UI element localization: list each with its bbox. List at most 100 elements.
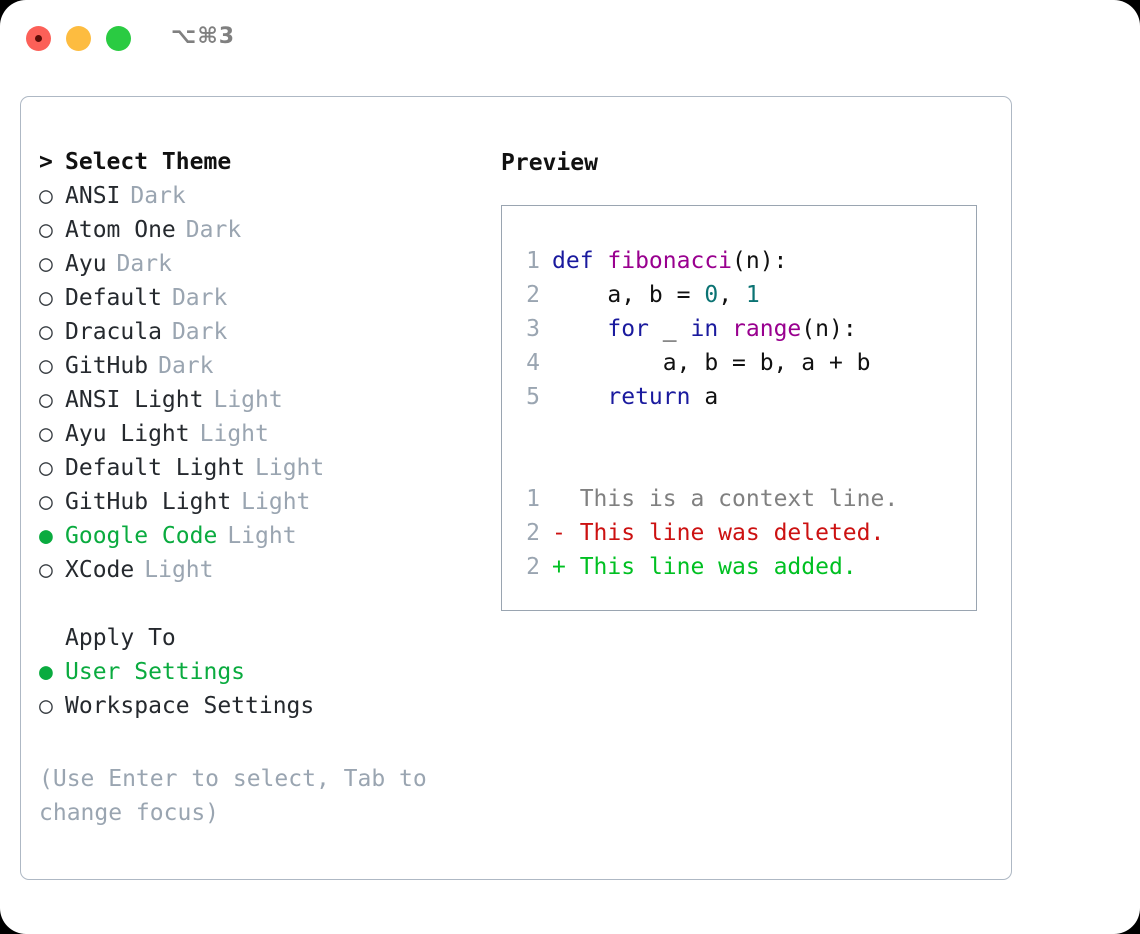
- code-blank-line: [514, 418, 976, 452]
- theme-name: Default Light: [65, 455, 246, 481]
- theme-option-ansi-dark[interactable]: ○ ANSI Dark: [39, 183, 479, 217]
- radio-selected-icon[interactable]: ●: [39, 659, 53, 685]
- apply-to-header: Apply To: [39, 625, 479, 659]
- theme-picker-header: > Select Theme: [39, 149, 479, 183]
- apply-to-workspace-settings[interactable]: ○ Workspace Settings: [39, 693, 479, 727]
- line-number: 4: [526, 350, 540, 376]
- radio-unselected-icon[interactable]: ○: [39, 217, 53, 243]
- theme-variant: Light: [241, 489, 311, 515]
- theme-name: ANSI Light: [65, 387, 204, 413]
- code-token-keyword: for: [552, 316, 663, 342]
- theme-variant: Dark: [171, 319, 228, 345]
- radio-unselected-icon[interactable]: ○: [39, 251, 53, 277]
- theme-variant: Light: [144, 557, 214, 583]
- close-icon: [35, 35, 42, 42]
- radio-unselected-icon[interactable]: ○: [39, 285, 53, 311]
- main-panel: > Select Theme ○ ANSI Dark ○ Atom One Da…: [20, 96, 1012, 880]
- code-token-keyword: in: [690, 316, 733, 342]
- code-line: 3 for _ in range (n):: [514, 316, 976, 350]
- radio-unselected-icon[interactable]: ○: [39, 455, 53, 481]
- theme-option-dracula-dark[interactable]: ○ Dracula Dark: [39, 319, 479, 353]
- code-blank-line: [514, 452, 976, 486]
- theme-variant: Light: [213, 387, 283, 413]
- radio-unselected-icon[interactable]: ○: [39, 319, 53, 345]
- keyboard-hint-text: (Use Enter to select, Tab to change focu…: [39, 766, 427, 826]
- code-token-keyword: return: [552, 384, 705, 410]
- code-token-keyword: def: [552, 248, 608, 274]
- radio-unselected-icon[interactable]: ○: [39, 183, 53, 209]
- code-token-function: range: [732, 316, 802, 342]
- radio-unselected-icon[interactable]: ○: [39, 387, 53, 413]
- code-token-plain: a, b = b, a + b: [552, 350, 871, 376]
- keyboard-shortcut-label: ⌥⌘3: [171, 24, 236, 49]
- diff-marker: -: [552, 520, 580, 546]
- theme-variant: Dark: [158, 353, 214, 379]
- title-bar: ⌥⌘3: [0, 0, 1140, 78]
- theme-variant: Dark: [185, 217, 242, 243]
- section-spacer: [39, 591, 479, 625]
- theme-name: Atom One: [65, 217, 176, 243]
- theme-name: ANSI: [65, 183, 121, 209]
- theme-variant: Light: [199, 421, 269, 447]
- radio-unselected-icon[interactable]: ○: [39, 693, 53, 719]
- radio-unselected-icon[interactable]: ○: [39, 489, 53, 515]
- theme-name: GitHub Light: [65, 489, 232, 515]
- code-token-plain: a: [704, 384, 719, 410]
- theme-name: GitHub: [65, 353, 149, 379]
- radio-selected-icon[interactable]: ●: [39, 523, 53, 549]
- radio-unselected-icon[interactable]: ○: [39, 557, 53, 583]
- theme-picker-column: > Select Theme ○ ANSI Dark ○ Atom One Da…: [39, 149, 479, 727]
- theme-name: Default: [65, 285, 162, 311]
- radio-unselected-icon[interactable]: ○: [39, 421, 53, 447]
- diff-text: This line was deleted.: [579, 520, 885, 546]
- code-token-plain: a, b =: [552, 282, 705, 308]
- diff-marker: [552, 486, 580, 512]
- code-line: 5 return a: [514, 384, 976, 418]
- theme-option-default-dark[interactable]: ○ Default Dark: [39, 285, 479, 319]
- code-line: 4 a, b = b, a + b: [514, 350, 976, 384]
- apply-to-user-settings[interactable]: ● User Settings: [39, 659, 479, 693]
- page-title: Select Theme: [65, 149, 232, 175]
- theme-option-ayu-dark[interactable]: ○ Ayu Dark: [39, 251, 479, 285]
- preview-title: Preview: [501, 150, 598, 176]
- code-token-plain: (n):: [801, 316, 857, 342]
- apply-to-label: User Settings: [65, 659, 246, 685]
- theme-variant: Light: [227, 523, 297, 549]
- diff-line-context: 1 This is a context line.: [514, 486, 976, 520]
- theme-option-ansi-light[interactable]: ○ ANSI Light Light: [39, 387, 479, 421]
- line-number: 1: [526, 486, 540, 512]
- theme-option-atom-one-dark[interactable]: ○ Atom One Dark: [39, 217, 479, 251]
- radio-unselected-icon[interactable]: ○: [39, 353, 53, 379]
- diff-marker: +: [552, 554, 580, 580]
- code-line: 2 a, b = 0 , 1: [514, 282, 976, 316]
- preview-column: Preview 1 def fibonacci (n): 2 a, b = 0 …: [501, 149, 991, 611]
- code-token-number: 0: [704, 282, 719, 308]
- theme-option-ayu-light[interactable]: ○ Ayu Light Light: [39, 421, 479, 455]
- code-token-function: fibonacci: [607, 248, 733, 274]
- theme-option-xcode-light[interactable]: ○ XCode Light: [39, 557, 479, 591]
- maximize-window-button[interactable]: [106, 26, 131, 51]
- line-number: 2: [526, 520, 540, 546]
- diff-text: This is a context line.: [579, 486, 899, 512]
- theme-option-github-dark[interactable]: ○ GitHub Dark: [39, 353, 479, 387]
- theme-name: Google Code: [65, 523, 218, 549]
- theme-name: Ayu Light: [65, 421, 190, 447]
- theme-name: XCode: [65, 557, 135, 583]
- code-token-plain: _: [662, 316, 691, 342]
- preview-box: 1 def fibonacci (n): 2 a, b = 0 , 1 3 fo…: [501, 205, 977, 611]
- line-number: 2: [526, 554, 540, 580]
- theme-option-github-light[interactable]: ○ GitHub Light Light: [39, 489, 479, 523]
- apply-to-label: Workspace Settings: [65, 693, 315, 719]
- theme-option-default-light[interactable]: ○ Default Light Light: [39, 455, 479, 489]
- line-number: 3: [526, 316, 540, 342]
- theme-name: Dracula: [65, 319, 162, 345]
- theme-option-google-code-light[interactable]: ● Google Code Light: [39, 523, 479, 557]
- minimize-window-button[interactable]: [66, 26, 91, 51]
- theme-variant: Dark: [116, 251, 172, 277]
- line-number: 5: [526, 384, 540, 410]
- diff-line-deleted: 2 - This line was deleted.: [514, 520, 976, 554]
- code-line: 1 def fibonacci (n):: [514, 248, 976, 282]
- theme-variant: Dark: [130, 183, 186, 209]
- apply-to-title: Apply To: [65, 625, 176, 651]
